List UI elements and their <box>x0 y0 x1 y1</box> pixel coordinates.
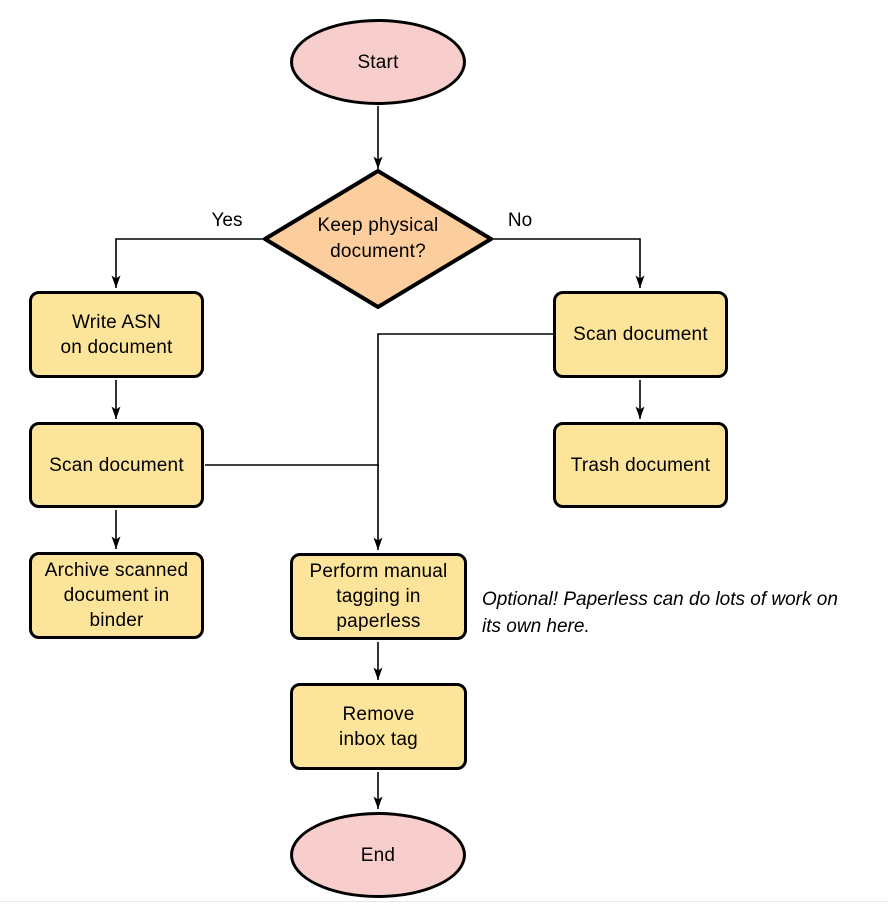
node-trash-document: Trash document <box>553 422 728 508</box>
node-scan-document-right-label: Scan document <box>573 324 708 345</box>
node-end: End <box>290 812 466 898</box>
node-write-asn-label: Write ASN on document <box>60 311 173 358</box>
node-write-asn: Write ASN on document <box>29 291 204 378</box>
node-end-label: End <box>360 844 396 866</box>
node-remove-inbox-tag-label: Remove inbox tag <box>339 703 418 750</box>
node-trash-document-label: Trash document <box>570 454 711 476</box>
node-scan-document-left: Scan document <box>29 422 204 508</box>
node-manual-tagging-label: Perform manual tagging in paperless <box>309 561 448 632</box>
edge-decision-yes-to-write-asn <box>111 238 265 288</box>
node-archive-in-binder: Archive scanned document in binder <box>29 552 204 639</box>
node-decision-label-wrap: Keep physical document? <box>276 212 480 266</box>
node-archive-in-binder-label: Archive scanned document in binder <box>44 560 189 631</box>
node-manual-tagging: Perform manual tagging in paperless <box>290 553 467 640</box>
edge-decision-no-to-scan-right <box>491 238 645 288</box>
node-scan-document-left-label: Scan document <box>49 454 184 476</box>
edge-label-yes: Yes <box>211 210 243 231</box>
edge-label-no: No <box>507 210 533 231</box>
annotation-optional-note: Optional! Paperless can do lots of work … <box>482 589 838 637</box>
node-scan-document-right: Scan document <box>553 291 728 378</box>
node-start-label: Start <box>357 51 399 73</box>
node-decision-label: Keep physical document? <box>317 215 439 262</box>
edge-scan-right-to-tagging <box>373 333 553 550</box>
page-bottom-divider <box>0 901 888 902</box>
node-remove-inbox-tag: Remove inbox tag <box>290 683 467 770</box>
node-start: Start <box>290 19 466 105</box>
